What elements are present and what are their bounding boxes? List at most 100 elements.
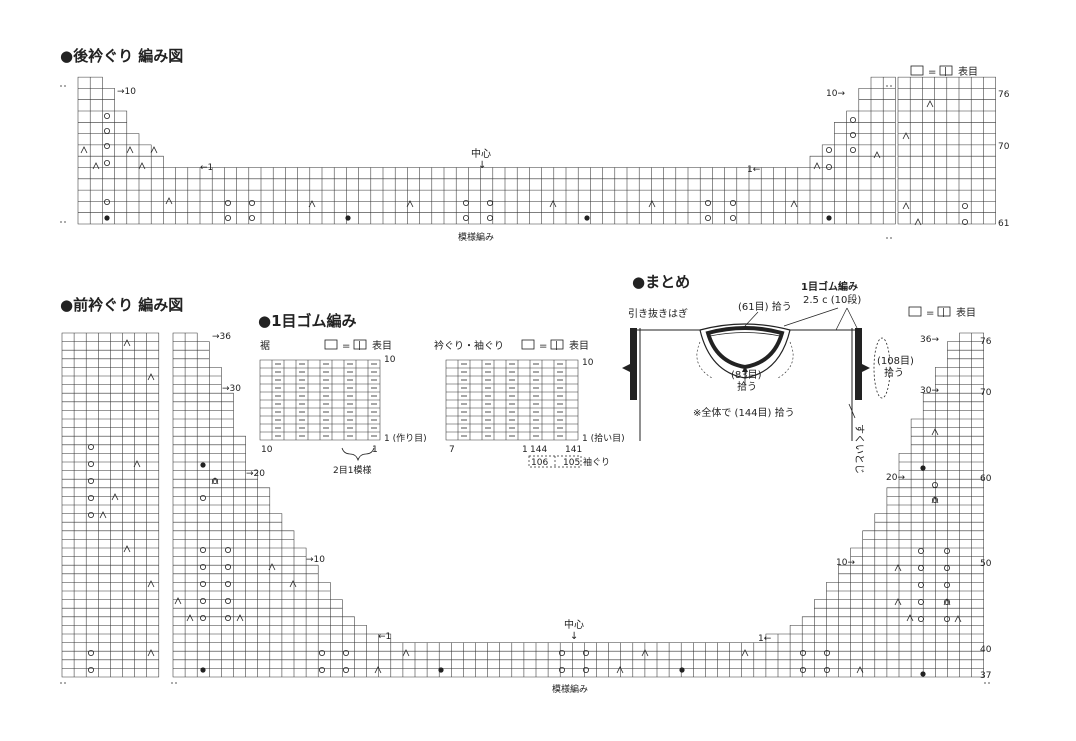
decrease-symbol xyxy=(894,598,902,606)
yarn-over-symbol xyxy=(224,581,231,588)
bobble-symbol xyxy=(920,465,926,471)
yarn-over-symbol xyxy=(962,218,969,225)
yarn-over-symbol xyxy=(88,460,95,467)
yarn-over-symbol xyxy=(224,199,231,206)
yarn-over-symbol xyxy=(104,127,111,134)
decrease-symbol xyxy=(165,197,173,205)
rib-neck-106: 106 xyxy=(531,458,548,468)
yarn-over-symbol xyxy=(104,198,111,205)
decrease-symbol xyxy=(931,428,939,436)
decrease-symbol xyxy=(943,598,951,606)
back-neck-grid xyxy=(77,76,896,225)
yarn-over-symbol xyxy=(800,667,807,674)
back-row-left-10: →10 xyxy=(117,87,136,97)
yarn-over-symbol xyxy=(224,547,231,554)
decrease-symbol xyxy=(902,132,910,140)
decrease-symbol xyxy=(133,460,141,468)
front-pick-label-2: 拾う xyxy=(737,380,757,393)
front-center-label: 中心 xyxy=(564,618,584,631)
back-row-76: 76 xyxy=(998,90,1010,100)
front-row-left-1: ←1 xyxy=(378,632,391,642)
front-row-40: 40 xyxy=(980,645,992,655)
back-row-right-10: 10→ xyxy=(826,89,845,99)
svg-text:表目: 表目 xyxy=(569,339,589,352)
yarn-over-symbol xyxy=(486,214,493,221)
decrease-symbol xyxy=(268,563,276,571)
front-left-block xyxy=(61,332,160,678)
front-neck-title: ●前衿ぐり 編み図 xyxy=(60,296,183,314)
front-center-arrow: ↓ xyxy=(570,631,578,642)
decrease-symbol xyxy=(186,614,194,622)
repeat-brace xyxy=(341,447,375,462)
front-pattern-label: 模様編み xyxy=(552,683,588,695)
symbols-layer xyxy=(60,85,992,684)
rib-hem-grid xyxy=(259,359,381,441)
svg-text:=: = xyxy=(539,341,547,352)
decrease-symbol xyxy=(406,200,414,208)
front-row-70: 70 xyxy=(980,388,992,398)
yarn-over-symbol xyxy=(944,582,951,589)
back-center-label: 中心 xyxy=(471,147,491,160)
front-row-left-36: →36 xyxy=(212,332,231,342)
yarn-over-symbol xyxy=(318,667,325,674)
yarn-over-symbol xyxy=(824,667,831,674)
yarn-over-symbol xyxy=(88,443,95,450)
svg-text:|: | xyxy=(555,341,558,351)
finishing-title: ●まとめ xyxy=(632,273,690,291)
yarn-over-symbol xyxy=(248,199,255,206)
rib-neck-105: 105 xyxy=(563,458,580,468)
yarn-over-symbol xyxy=(224,615,231,622)
slip-seam-label: 引き抜きはぎ xyxy=(628,307,688,320)
decrease-symbol xyxy=(856,666,864,674)
rib-neck-sleeve: 袖ぐり xyxy=(583,456,610,468)
yarn-over-symbol xyxy=(318,650,325,657)
yarn-over-symbol xyxy=(944,616,951,623)
back-row-61: 61 xyxy=(998,219,1009,229)
decrease-symbol xyxy=(926,100,934,108)
rib-hem-right: 1 xyxy=(372,445,378,455)
finishing-rib-label: 1目ゴム編み xyxy=(801,280,858,293)
decrease-symbol xyxy=(931,496,939,504)
yarn-over-symbol xyxy=(199,581,206,588)
front-row-50: 50 xyxy=(980,559,992,569)
yarn-over-symbol xyxy=(104,142,111,149)
yarn-over-symbol xyxy=(199,494,206,501)
decrease-symbol xyxy=(123,545,131,553)
yarn-over-symbol xyxy=(88,512,95,519)
yarn-over-symbol xyxy=(462,214,469,221)
rib-dash-marks xyxy=(461,363,563,437)
legend-front: = | 表目 xyxy=(908,306,976,319)
rib-neck-141: 141 xyxy=(565,445,582,455)
back-pick-label: (61目) 拾う xyxy=(738,300,792,313)
yarn-over-symbol xyxy=(462,199,469,206)
yarn-over-symbol xyxy=(918,548,925,555)
decrease-symbol xyxy=(902,202,910,210)
front-row-left-20: →20 xyxy=(246,469,265,479)
front-row-right-20: 20→ xyxy=(886,473,905,483)
decrease-symbol xyxy=(123,339,131,347)
decrease-symbol xyxy=(741,649,749,657)
decrease-symbol xyxy=(211,477,219,485)
back-side-grid xyxy=(897,76,996,225)
bobble-symbol xyxy=(200,462,206,468)
decrease-symbol xyxy=(236,614,244,622)
decrease-symbol xyxy=(289,580,297,588)
decrease-symbol xyxy=(549,200,557,208)
svg-text:表目: 表目 xyxy=(372,339,392,352)
legend-back: = | 表目 xyxy=(910,65,978,78)
yarn-over-symbol xyxy=(850,131,857,138)
svg-text:表目: 表目 xyxy=(958,65,978,78)
yarn-over-symbol xyxy=(944,565,951,572)
yarn-over-symbol xyxy=(199,615,206,622)
rib-neck-1: 1 xyxy=(522,445,528,455)
decrease-symbol xyxy=(906,614,914,622)
decrease-symbol xyxy=(80,146,88,154)
yarn-over-symbol xyxy=(88,667,95,674)
decrease-symbol xyxy=(111,493,119,501)
front-row-76: 76 xyxy=(980,337,992,347)
svg-text:|: | xyxy=(942,308,945,318)
yarn-over-symbol xyxy=(199,598,206,605)
rib-hem-bottom: 1 (作り目) xyxy=(384,432,427,444)
front-row-60: 60 xyxy=(980,474,992,484)
yarn-over-symbol xyxy=(88,494,95,501)
